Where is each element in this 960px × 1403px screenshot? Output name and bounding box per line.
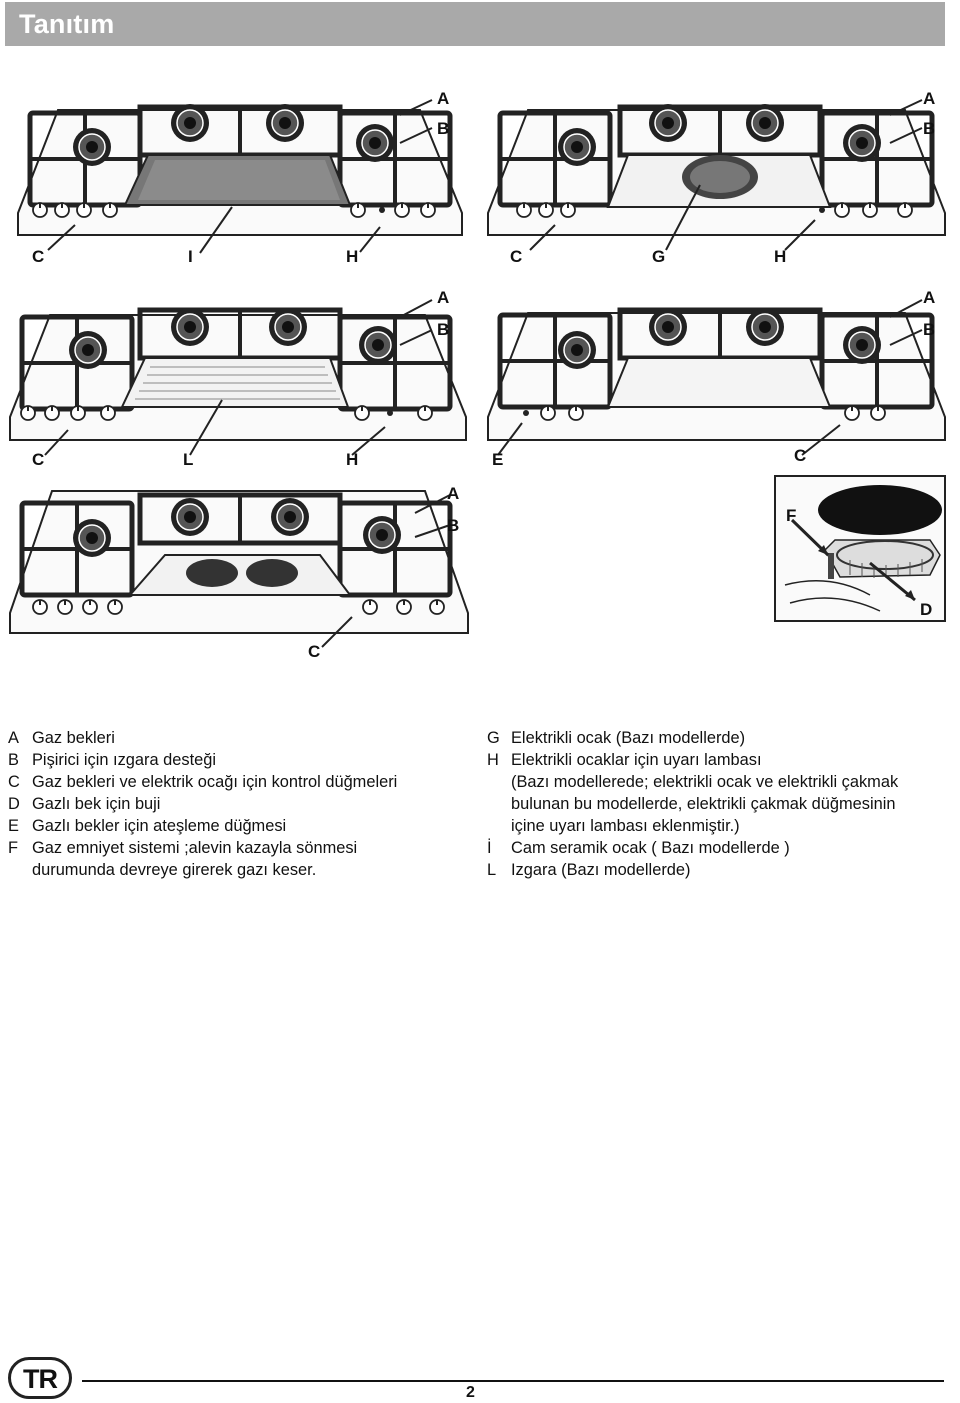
- page-number: 2: [466, 1384, 475, 1401]
- hob-illustrations: A B C I H A B C G H: [0, 55, 960, 670]
- hob4-label-c: C: [794, 446, 806, 465]
- hob3-label-l: L: [183, 450, 193, 469]
- title-bar: Tanıtım: [5, 2, 945, 46]
- hob1-label-b: B: [437, 119, 449, 138]
- hob1-label-h: H: [346, 247, 358, 266]
- hob3-label-h: H: [346, 450, 358, 469]
- hob4-label-e: E: [492, 450, 503, 469]
- page-title: Tanıtım: [19, 9, 115, 39]
- hob5-label-c: C: [308, 642, 320, 661]
- detail-label-d: D: [920, 600, 932, 619]
- legend-item: durumunda devreye girerek gazı keser.: [32, 861, 317, 879]
- detail-label-f: F: [786, 506, 796, 525]
- legend-item: (Bazı modellerede; elektrikli ocak ve el…: [511, 773, 899, 791]
- hob1-label-c: C: [32, 247, 44, 266]
- hob2-label-g: G: [652, 247, 665, 266]
- burner-detail: F D: [774, 475, 946, 622]
- legend-item: içine uyarı lambası eklenmiştir.): [511, 817, 740, 835]
- hob2-label-b: B: [923, 119, 935, 138]
- language-badge: TR: [8, 1357, 72, 1399]
- language-code: TR: [23, 1364, 58, 1394]
- hob2-label-a: A: [923, 89, 935, 108]
- hob-5: A B C: [9, 484, 469, 661]
- legend-item: bulunan bu modellerde, elektrikli çakmak…: [511, 795, 896, 813]
- hob4-label-b: B: [923, 320, 935, 339]
- hob-4: A B E C: [487, 288, 946, 469]
- hob3-label-a: A: [437, 288, 449, 307]
- hob1-label-i: I: [188, 247, 193, 266]
- hob4-label-a: A: [923, 288, 935, 307]
- footer-rule: [82, 1380, 944, 1382]
- hob2-label-c: C: [510, 247, 522, 266]
- hob1-label-a: A: [437, 89, 449, 108]
- hob-3: A B C L H: [9, 288, 467, 469]
- hob3-label-b: B: [437, 320, 449, 339]
- hob5-label-b: B: [447, 516, 459, 535]
- hob-1: A B C I H: [17, 89, 463, 266]
- hob-2: A B C G H: [487, 89, 946, 266]
- hob3-label-c: C: [32, 450, 44, 469]
- hob2-label-h: H: [774, 247, 786, 266]
- hob5-label-a: A: [447, 484, 459, 503]
